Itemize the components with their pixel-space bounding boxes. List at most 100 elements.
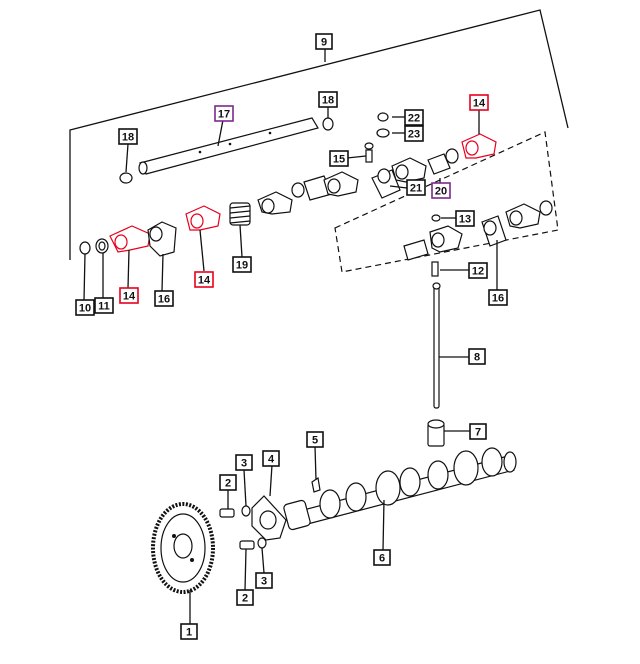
- callout-box: [235, 454, 253, 471]
- callout-number: 4: [268, 454, 275, 466]
- callout-c16a: 16: [154, 290, 174, 307]
- valve-lifter: [427, 419, 445, 447]
- callout-c17: 17: [214, 105, 234, 122]
- callout-c10: 10: [75, 299, 95, 316]
- callout-box: [236, 589, 254, 606]
- callout-c4: 4: [262, 450, 280, 467]
- camshaft: [283, 447, 517, 531]
- callout-box: [468, 348, 486, 365]
- callout-number: 11: [98, 301, 110, 313]
- callout-box: [118, 128, 138, 145]
- callout-box: [194, 271, 214, 288]
- callout-number: 21: [410, 183, 422, 195]
- callout-c2a: 2: [219, 474, 237, 491]
- callout-box: [262, 450, 280, 467]
- callout-number: 20: [435, 186, 447, 198]
- callout-box: [315, 33, 333, 50]
- callout-c20: 20: [431, 182, 451, 199]
- callout-number: 16: [158, 294, 170, 306]
- callout-c14c: 14: [469, 94, 489, 111]
- callout-box: [255, 572, 273, 589]
- callout-c23: 23: [404, 125, 424, 142]
- callout-c22: 22: [404, 109, 424, 126]
- callout-number: 18: [122, 132, 134, 144]
- callout-box: [469, 94, 489, 111]
- callout-box: [455, 210, 475, 227]
- callout-c21: 21: [406, 179, 426, 196]
- woodruff-key: [311, 476, 321, 493]
- callout-number: 7: [475, 427, 481, 439]
- callout-box: [219, 474, 237, 491]
- bolts-washers: [219, 505, 267, 550]
- callout-c14b: 14: [194, 271, 214, 288]
- callout-number: 8: [474, 352, 480, 364]
- callout-c3b: 3: [255, 572, 273, 589]
- callout-c11: 11: [94, 297, 114, 314]
- rocker-assembly-outline: [69, 9, 569, 273]
- callout-box: [232, 256, 252, 273]
- thrust-plate: [251, 495, 287, 541]
- callout-number: 2: [242, 593, 248, 605]
- callout-c9: 9: [315, 33, 333, 50]
- rocker-spring: [229, 202, 251, 226]
- callout-number: 23: [408, 129, 420, 141]
- callout-c5: 5: [306, 431, 324, 448]
- callout-number: 14: [198, 275, 211, 287]
- callout-box: [431, 182, 451, 199]
- callout-box: [154, 290, 174, 307]
- callout-box: [306, 431, 324, 448]
- callout-c12: 12: [468, 262, 488, 279]
- callout-c18b: 18: [318, 91, 338, 108]
- callout-c14a: 14: [119, 287, 139, 304]
- shaft-plug-right: [322, 117, 334, 131]
- callout-number: 14: [473, 98, 486, 110]
- callout-number: 15: [333, 154, 345, 166]
- callout-number: 3: [261, 576, 267, 588]
- left-rocker-group: [79, 205, 221, 257]
- callout-box: [318, 91, 338, 108]
- callout-number: 5: [312, 435, 318, 447]
- callout-number: 6: [379, 553, 385, 565]
- callout-number: 9: [321, 37, 327, 49]
- push-rod: [432, 282, 441, 409]
- callout-c15: 15: [329, 150, 349, 167]
- callout-number: 22: [408, 113, 420, 125]
- callout-box: [180, 623, 198, 640]
- callout-box: [373, 549, 391, 566]
- rocker-shaft: [138, 117, 319, 175]
- callout-number: 17: [218, 109, 230, 121]
- callout-box: [75, 299, 95, 316]
- callout-c3a: 3: [235, 454, 253, 471]
- callout-c18a: 18: [118, 128, 138, 145]
- callout-c13: 13: [455, 210, 475, 227]
- callout-box: [468, 262, 488, 279]
- shaft-plug-left: [119, 172, 133, 184]
- callout-c19: 19: [232, 256, 252, 273]
- callout-number: 16: [492, 293, 504, 305]
- callout-box: [404, 109, 424, 126]
- callout-box: [214, 105, 234, 122]
- camshaft-gear: [151, 502, 215, 594]
- callout-c1: 1: [180, 623, 198, 640]
- callout-c6: 6: [373, 549, 391, 566]
- callout-number: 13: [459, 214, 471, 226]
- callout-c7: 7: [469, 423, 487, 440]
- middle-rocker-group: [257, 112, 497, 215]
- callout-number: 3: [241, 458, 247, 470]
- callout-number: 18: [322, 95, 334, 107]
- boxed-rocker-group: [403, 200, 553, 277]
- callout-number: 19: [236, 260, 248, 272]
- callout-box: [119, 287, 139, 304]
- callout-number: 10: [79, 303, 91, 315]
- callout-box: [488, 289, 508, 306]
- leader-lines: [83, 48, 498, 624]
- callout-c2b: 2: [236, 589, 254, 606]
- callout-box: [404, 125, 424, 142]
- callout-box: [94, 297, 114, 314]
- callout-number: 12: [472, 266, 484, 278]
- callout-c16b: 16: [488, 289, 508, 306]
- callout-number: 1: [186, 627, 192, 639]
